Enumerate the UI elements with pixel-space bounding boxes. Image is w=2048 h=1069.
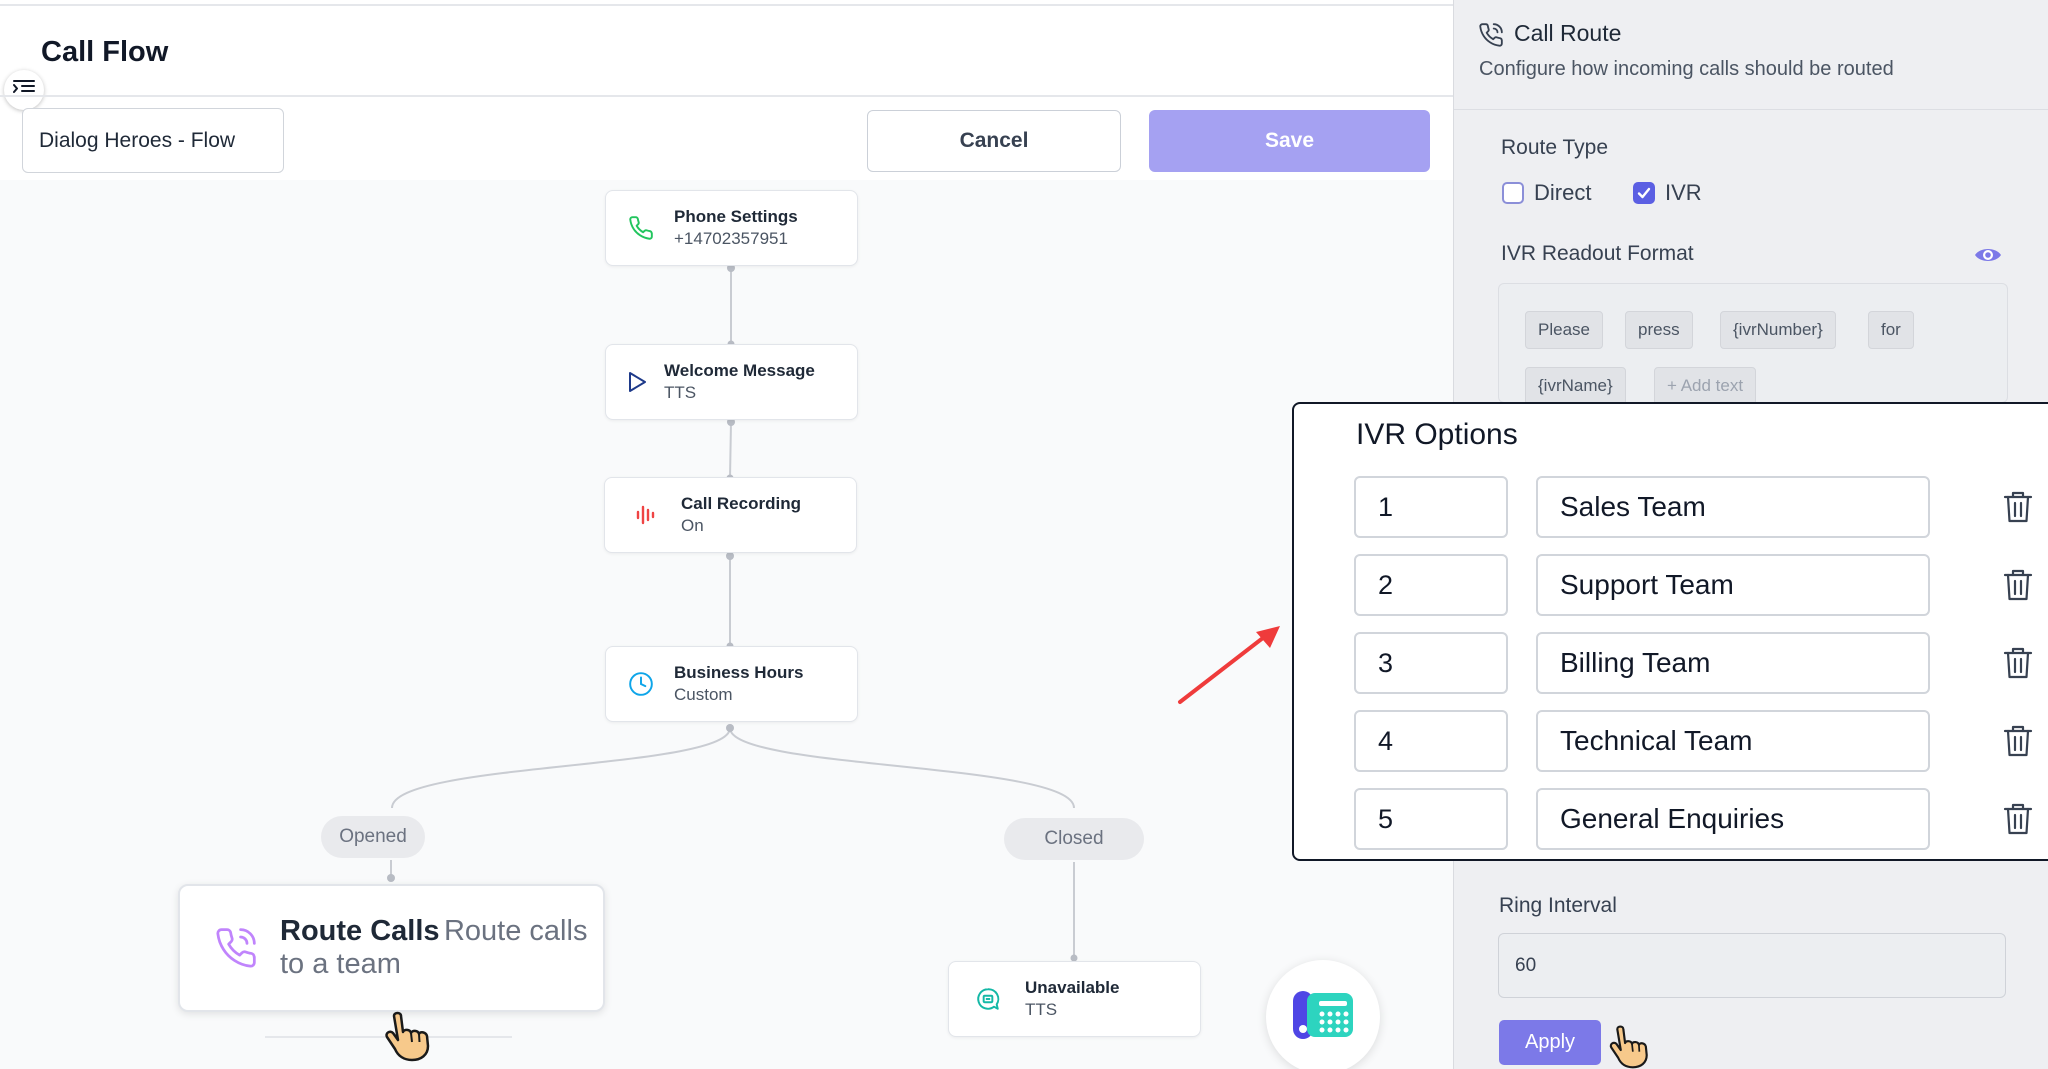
route-calls-title: Route Calls: [280, 915, 440, 947]
message-icon: [971, 982, 1005, 1016]
closed-branch-label: Closed: [1004, 818, 1144, 860]
save-button[interactable]: Save: [1149, 110, 1430, 172]
dialpad-fab-button[interactable]: [1266, 960, 1380, 1069]
node-title: Phone Settings: [674, 206, 798, 226]
readout-chip[interactable]: Please: [1525, 311, 1603, 349]
recording-icon: [629, 498, 663, 532]
readout-chip[interactable]: {ivrNumber}: [1720, 311, 1836, 349]
route-type-label: Route Type: [1501, 136, 1609, 159]
node-subtitle: +14702357951: [674, 229, 788, 248]
ivr-number-input[interactable]: 5: [1354, 788, 1508, 850]
route-type-direct-checkbox[interactable]: Direct: [1502, 180, 1591, 206]
play-icon: [620, 365, 654, 399]
cancel-button[interactable]: Cancel: [867, 110, 1121, 172]
trash-icon[interactable]: [2000, 799, 2036, 839]
trash-icon[interactable]: [2000, 487, 2036, 527]
ivr-number-input[interactable]: 3: [1354, 632, 1508, 694]
ring-interval-label: Ring Interval: [1499, 894, 1617, 917]
call-recording-node[interactable]: Call Recording On: [604, 477, 857, 553]
add-text-chip[interactable]: + Add text: [1654, 367, 1757, 405]
node-title: Call Recording: [681, 493, 801, 513]
trash-icon[interactable]: [2000, 721, 2036, 761]
preview-eye-icon[interactable]: [1974, 244, 2002, 271]
list-indent-icon: [13, 79, 35, 102]
route-calls-subtitle: Route calls to a team: [280, 915, 588, 980]
ivr-options-title: IVR Options: [1356, 418, 1518, 451]
ivr-option-row: 3 Billing Team: [1294, 632, 2048, 694]
welcome-message-node[interactable]: Welcome Message TTS: [605, 344, 858, 420]
check-icon: [1637, 187, 1651, 199]
checkbox-box: [1633, 182, 1655, 204]
node-title: Unavailable: [1025, 977, 1120, 997]
node-subtitle: On: [681, 516, 704, 535]
readout-chip[interactable]: for: [1868, 311, 1914, 349]
node-subtitle: Custom: [674, 685, 733, 704]
checkbox-box: [1502, 182, 1524, 204]
ivr-name-input[interactable]: Billing Team: [1536, 632, 1930, 694]
phone-icon: [1478, 22, 1504, 53]
phone-icon: [624, 211, 658, 245]
panel-title: Call Route: [1514, 20, 1622, 46]
route-calls-node[interactable]: Route Calls Route calls to a team: [178, 884, 605, 1012]
ivr-option-row: 5 General Enquiries: [1294, 788, 2048, 850]
node-subtitle: TTS: [664, 383, 697, 402]
readout-chip[interactable]: {ivrName}: [1525, 367, 1626, 405]
checkbox-label: IVR: [1665, 180, 1702, 205]
panel-header: Call Route Configure how incoming calls …: [1454, 0, 2048, 110]
top-border: [0, 4, 1453, 6]
trash-icon[interactable]: [2000, 565, 2036, 605]
pointer-hand-icon: [1607, 1024, 1657, 1069]
ivr-readout-label: IVR Readout Format: [1501, 242, 1694, 265]
ivr-readout-editor[interactable]: Please press {ivrNumber} for {ivrName} +…: [1498, 283, 2008, 405]
node-title: Business Hours: [674, 662, 804, 682]
header-divider: [0, 95, 1453, 97]
sidebar-toggle-button[interactable]: [4, 70, 44, 110]
annotation-arrow-icon: [1178, 626, 1280, 704]
ivr-name-input[interactable]: Support Team: [1536, 554, 1930, 616]
ivr-options-popup: IVR Options 1 Sales Team 2 Support Team …: [1292, 402, 2048, 861]
node-title: Welcome Message: [664, 360, 815, 380]
unavailable-node[interactable]: Unavailable TTS: [948, 961, 1201, 1037]
trash-icon[interactable]: [2000, 643, 2036, 683]
route-type-ivr-checkbox[interactable]: IVR: [1633, 180, 1702, 206]
ivr-number-input[interactable]: 1: [1354, 476, 1508, 538]
ivr-number-input[interactable]: 2: [1354, 554, 1508, 616]
ivr-name-input[interactable]: General Enquiries: [1536, 788, 1930, 850]
readout-chip[interactable]: press: [1625, 311, 1693, 349]
pointer-hand-icon: [384, 1010, 438, 1067]
ivr-number-input[interactable]: 4: [1354, 710, 1508, 772]
ivr-name-input[interactable]: Technical Team: [1536, 710, 1930, 772]
checkbox-label: Direct: [1534, 180, 1592, 205]
apply-button[interactable]: Apply: [1499, 1020, 1601, 1065]
ring-interval-input[interactable]: 60: [1498, 933, 2006, 998]
ivr-option-row: 4 Technical Team: [1294, 710, 2048, 772]
clock-icon: [624, 667, 658, 701]
page-title: Call Flow: [41, 36, 169, 68]
node-subtitle: TTS: [1025, 1000, 1058, 1019]
panel-description: Configure how incoming calls should be r…: [1479, 58, 1894, 80]
phone-forward-icon: [214, 923, 258, 973]
opened-branch-label: Opened: [321, 816, 425, 858]
ivr-name-input[interactable]: Sales Team: [1536, 476, 1930, 538]
ivr-option-row: 1 Sales Team: [1294, 476, 2048, 538]
ivr-option-row: 2 Support Team: [1294, 554, 2048, 616]
flow-name-input[interactable]: Dialog Heroes - Flow: [22, 108, 284, 173]
dialpad-phone-icon: [1291, 989, 1355, 1046]
phone-settings-node[interactable]: Phone Settings +14702357951: [605, 190, 858, 266]
business-hours-node[interactable]: Business Hours Custom: [605, 646, 858, 722]
